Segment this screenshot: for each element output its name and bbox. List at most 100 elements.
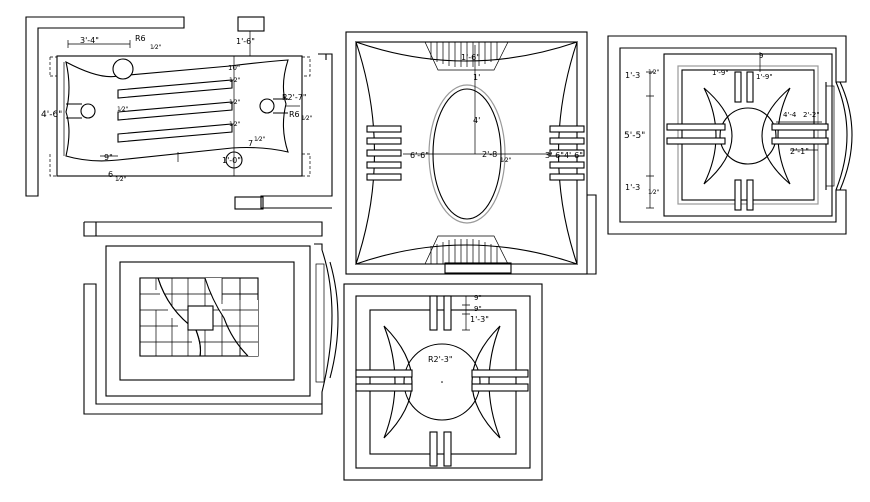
dim-lines-e xyxy=(462,295,470,331)
bay-sill-d xyxy=(315,263,325,383)
frac-text: 1⁄2" xyxy=(117,106,129,113)
frac-text: 1⁄2" xyxy=(648,189,660,196)
radius-text: R6 xyxy=(289,110,300,119)
bay-window-c xyxy=(825,81,853,191)
concave-cove-b xyxy=(355,41,578,265)
dim-line-bottom xyxy=(100,152,179,162)
dim-text: 6'-6" xyxy=(410,151,429,160)
ceiling-plate-a xyxy=(56,55,303,177)
dim-text: 7 xyxy=(248,139,253,148)
slat-2 xyxy=(117,101,233,121)
dim-text: 1' xyxy=(473,73,480,82)
outer-wall-e xyxy=(343,283,543,481)
dim-text: 4'-6" xyxy=(41,110,62,120)
vent-bottom-b xyxy=(424,235,509,265)
dim-text: 4'-4 xyxy=(783,111,797,119)
dim-lines-c-left xyxy=(646,71,654,209)
vent-top-b xyxy=(424,41,509,71)
dim-text: 1'-3 xyxy=(625,71,640,80)
dim-text: 3'-4" xyxy=(80,36,99,45)
ceiling-plate-d xyxy=(105,245,311,397)
light-circle-top xyxy=(112,58,134,80)
ceiling-plate-e xyxy=(355,295,531,469)
center-circle-e xyxy=(403,343,481,421)
frac-text: 1⁄2" xyxy=(229,121,241,128)
dim-text: 10" xyxy=(228,64,240,72)
dim-text: 2'-2" xyxy=(803,111,820,119)
column-block xyxy=(237,16,265,32)
dim-text: 6 xyxy=(108,170,113,179)
outer-wall-d-lower xyxy=(83,283,323,415)
frac-text: 1⁄2" xyxy=(115,176,127,183)
dim-line-top-left xyxy=(67,40,131,48)
door-b xyxy=(444,262,512,274)
frac-text: 1⁄2" xyxy=(648,69,660,76)
radius-text: R6 xyxy=(135,34,146,43)
plan-panel-d xyxy=(83,221,339,415)
inner-frame-d xyxy=(119,261,295,381)
outer-wall-b xyxy=(345,31,588,275)
outer-wall-a-right xyxy=(260,53,333,209)
center-circle-c xyxy=(719,107,777,165)
frac-text: 1⁄2" xyxy=(500,157,512,164)
notch-left xyxy=(66,103,82,119)
dim-text: 9 xyxy=(759,52,763,60)
dim-text: 2'-1" xyxy=(790,147,809,156)
notch-circle-left xyxy=(80,103,96,119)
lens-left-e xyxy=(383,325,413,439)
plan-panel-b: 1'-6" 1' 4' 6'-6" 2'-8 1⁄2" 3'-6"4'-6" xyxy=(345,31,597,275)
dim-text: 1'-0" xyxy=(222,156,241,165)
dim-text: 1'-6" xyxy=(236,37,255,46)
bay-sill-c xyxy=(825,85,835,187)
dim-text: 2'-8 xyxy=(482,150,497,159)
tile-grid-d xyxy=(139,277,259,357)
dim-text: 4' xyxy=(473,116,480,125)
inner-frame-e xyxy=(369,309,517,455)
dim-text: 1'-9" xyxy=(712,69,729,77)
dim-text: 9" xyxy=(474,294,482,302)
bar-set-e xyxy=(355,295,529,467)
lens-right-e xyxy=(471,325,501,439)
frac-text: 1⁄2" xyxy=(229,99,241,106)
outer-wall-a xyxy=(25,16,185,197)
slat-1 xyxy=(117,79,233,99)
lens-left-c xyxy=(703,87,733,185)
outer-wall-d xyxy=(83,221,323,237)
notch-right xyxy=(273,98,288,114)
dim-lines-b xyxy=(403,45,552,155)
notch-circle-right xyxy=(259,98,275,114)
dim-text: 9" xyxy=(474,305,482,313)
frac-text: 1⁄2" xyxy=(301,115,313,122)
dim-text: 3'-6"4'-6" xyxy=(545,151,583,160)
frac-text: 1⁄2" xyxy=(229,77,241,84)
frame-bracket-br xyxy=(302,153,311,177)
frame-bracket-tl xyxy=(49,56,57,77)
radius-text: R2'-7" xyxy=(282,93,307,102)
ceiling-plate-c xyxy=(663,53,833,217)
side-bars-left-b xyxy=(366,125,402,181)
slat-3 xyxy=(117,123,233,143)
cove-outline-a xyxy=(65,59,289,162)
outer-wall-c xyxy=(607,35,847,235)
bar-set-c xyxy=(666,71,829,211)
frame-bracket-tr xyxy=(302,56,311,77)
plan-panel-e: 9" 9" 1'-3" R2'-3" xyxy=(343,283,543,481)
plan-panel-c: 1'-3 1⁄2" 1'-9" 1'-9" 9 5'-5" 1'-3 1⁄2" … xyxy=(607,35,853,235)
dim-text: 5'-5" xyxy=(624,131,645,141)
side-bars-right-b xyxy=(549,125,585,181)
center-point-e xyxy=(441,381,443,383)
wall-stub-b xyxy=(587,194,597,275)
dim-lines-c xyxy=(759,52,822,151)
radius-text: R2'-3" xyxy=(428,355,453,364)
dim-text: 1'-3 xyxy=(625,183,640,192)
dim-text: 1'-3" xyxy=(470,315,489,324)
plan-panel-a: 3'-4" R6 1⁄2" 1'-6" 10" 1⁄2" 1⁄2" 1⁄2" 1… xyxy=(25,16,333,210)
frac-text: 1⁄2" xyxy=(150,44,162,51)
frame-bracket-bl xyxy=(49,154,57,177)
dim-text: 9" xyxy=(104,153,113,162)
bay-window-d xyxy=(314,243,339,404)
dim-text: 1'-6" xyxy=(461,53,480,62)
column-block-bottom xyxy=(234,196,264,210)
dim-text: 1'-9" xyxy=(756,73,773,81)
